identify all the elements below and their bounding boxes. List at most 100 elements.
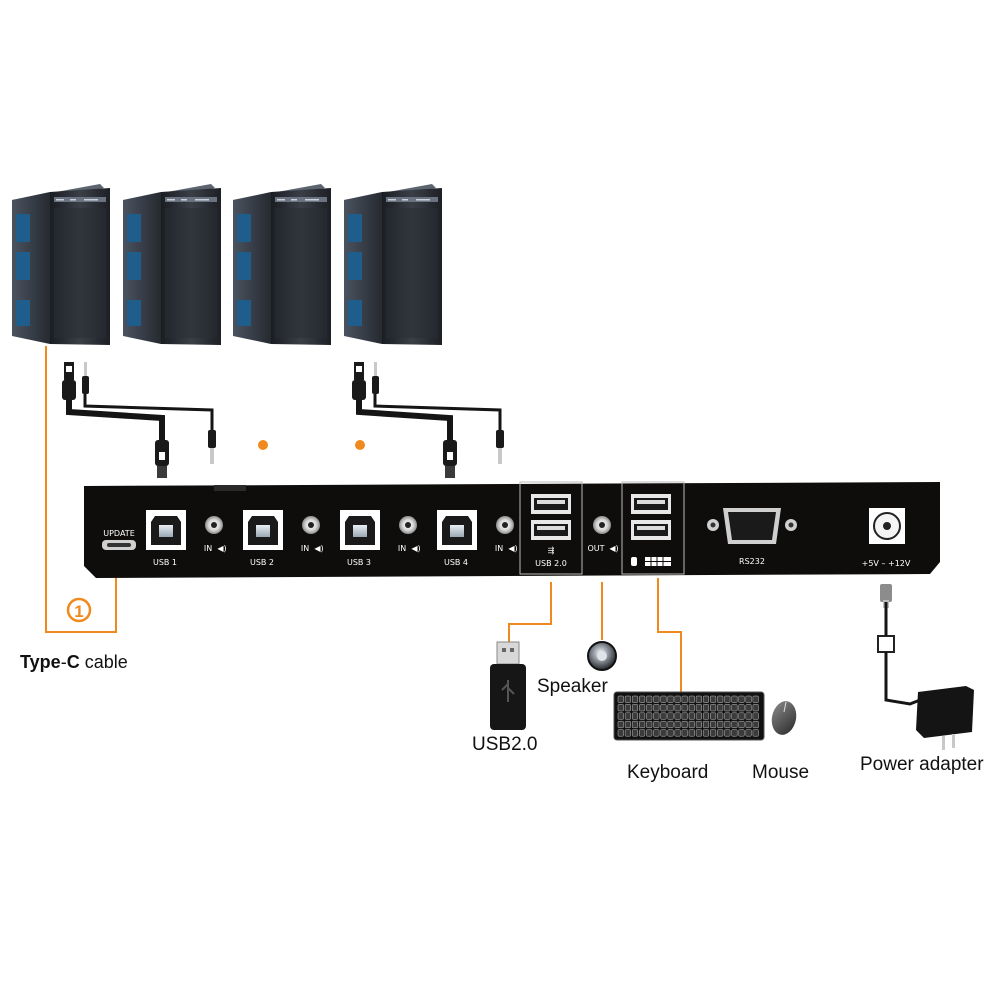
keyboard-key xyxy=(617,712,624,720)
keyboard-key xyxy=(702,712,710,720)
keyboard-key xyxy=(724,704,731,712)
keyboard-key xyxy=(681,704,688,712)
keyboard-key xyxy=(688,704,695,712)
keyboard-key xyxy=(702,720,710,729)
speaker-glyph-icon: ◀) xyxy=(314,544,323,553)
keyboard-key xyxy=(752,720,759,729)
keyboard-key xyxy=(717,712,724,720)
keyboard-key xyxy=(681,712,688,720)
keyboard-key xyxy=(752,729,759,737)
keyboard-key xyxy=(745,720,752,729)
keyboard-key xyxy=(731,695,738,703)
keyboard-key xyxy=(702,729,710,737)
keyboard-key xyxy=(660,729,667,737)
power-adapter-icon xyxy=(877,584,974,750)
usb-a-ports-keyboard-mouse xyxy=(631,494,671,540)
keyboard-key xyxy=(653,712,660,720)
keyboard-key xyxy=(624,695,631,703)
keyboard-label: Keyboard xyxy=(627,762,709,783)
keyboard-key xyxy=(653,695,660,703)
keyboard-key xyxy=(688,712,695,720)
keyboard-key xyxy=(667,695,674,703)
keyboard-key xyxy=(702,695,710,703)
keyboard-key xyxy=(717,704,724,712)
keyboard-key xyxy=(695,704,702,712)
type-c-cable-route: 1 xyxy=(45,346,117,633)
keyboard-key xyxy=(639,695,646,703)
keyboard-key xyxy=(681,720,688,729)
keyboard-icon xyxy=(613,691,765,741)
usb-flash-drive-icon xyxy=(490,641,526,730)
keyboard-key xyxy=(646,720,653,729)
type-c-cable-label: Type-C cable xyxy=(20,652,128,673)
keyboard-key xyxy=(624,704,631,712)
keyboard-key xyxy=(617,704,624,712)
keyboard-key xyxy=(660,704,667,712)
usb-b-port-2 xyxy=(243,510,283,550)
keyboard-key xyxy=(646,729,653,737)
keyboard-key xyxy=(681,729,688,737)
rs232-label: RS232 xyxy=(739,557,765,566)
keyboard-key xyxy=(752,695,759,703)
callout-number: 1 xyxy=(74,602,83,621)
ellipsis-dots xyxy=(258,440,365,450)
keyboard-glyph-icon xyxy=(645,557,671,566)
keyboard-key xyxy=(624,712,631,720)
in-label-2: IN xyxy=(301,544,309,553)
usb20-device-label: USB2.0 xyxy=(472,734,538,755)
speaker-glyph-icon: ◀) xyxy=(609,544,618,553)
keyboard-key xyxy=(724,729,731,737)
keyboard-key xyxy=(710,712,717,720)
usb-b-port-3 xyxy=(340,510,380,550)
keyboard-key xyxy=(710,695,717,703)
type-c-label-rest: cable xyxy=(79,652,128,672)
keyboard-key xyxy=(731,704,738,712)
keyboard-key xyxy=(639,729,646,737)
speaker-glyph-icon: ◀) xyxy=(411,544,420,553)
keyboard-key xyxy=(646,704,653,712)
pc-tower-icon xyxy=(12,184,110,345)
keyboard-key xyxy=(653,729,660,737)
keyboard-key xyxy=(617,695,624,703)
keyboard-key xyxy=(624,729,631,737)
ellipsis-dot xyxy=(355,440,365,450)
keyboard-key xyxy=(745,712,752,720)
keyboard-key xyxy=(617,729,624,737)
type-c-label-dash: - xyxy=(60,652,67,672)
keyboard-key xyxy=(745,729,752,737)
keyboard-key xyxy=(731,729,738,737)
keyboard-key xyxy=(631,720,639,729)
keyboard-key xyxy=(731,712,738,720)
usb-port-3-label: USB 3 xyxy=(347,558,371,567)
keyboard-key xyxy=(702,704,710,712)
keyboard-key xyxy=(731,720,738,729)
keyboard-key xyxy=(653,704,660,712)
keyboard-key xyxy=(631,704,639,712)
pc-tower-icon xyxy=(344,184,442,345)
keyboard-key xyxy=(745,704,752,712)
keyboard-key xyxy=(667,704,674,712)
keyboard-key xyxy=(631,695,639,703)
keyboard-key xyxy=(738,704,745,712)
keyboard-key xyxy=(660,720,667,729)
keyboard-key xyxy=(752,704,759,712)
ellipsis-dot xyxy=(258,440,268,450)
in-label-3: IN xyxy=(398,544,406,553)
usb-port-1-label: USB 1 xyxy=(153,558,177,567)
speaker-icon xyxy=(587,641,617,671)
power-voltage-label: +5V – +12V xyxy=(862,559,911,568)
keyboard-key xyxy=(639,712,646,720)
keyboard-key xyxy=(724,720,731,729)
type-c-label-bold2: C xyxy=(66,652,80,672)
keyboard-key xyxy=(695,712,702,720)
speaker-label: Speaker xyxy=(537,676,608,697)
keyboard-key xyxy=(710,720,717,729)
keyboard-key xyxy=(695,720,702,729)
keyboard-key xyxy=(667,712,674,720)
speaker-glyph-icon: ◀) xyxy=(217,544,226,553)
usb-port-2-label: USB 2 xyxy=(250,558,274,567)
keyboard-key xyxy=(639,720,646,729)
keyboard-key xyxy=(631,712,639,720)
speaker-glyph-icon: ◀) xyxy=(508,544,517,553)
